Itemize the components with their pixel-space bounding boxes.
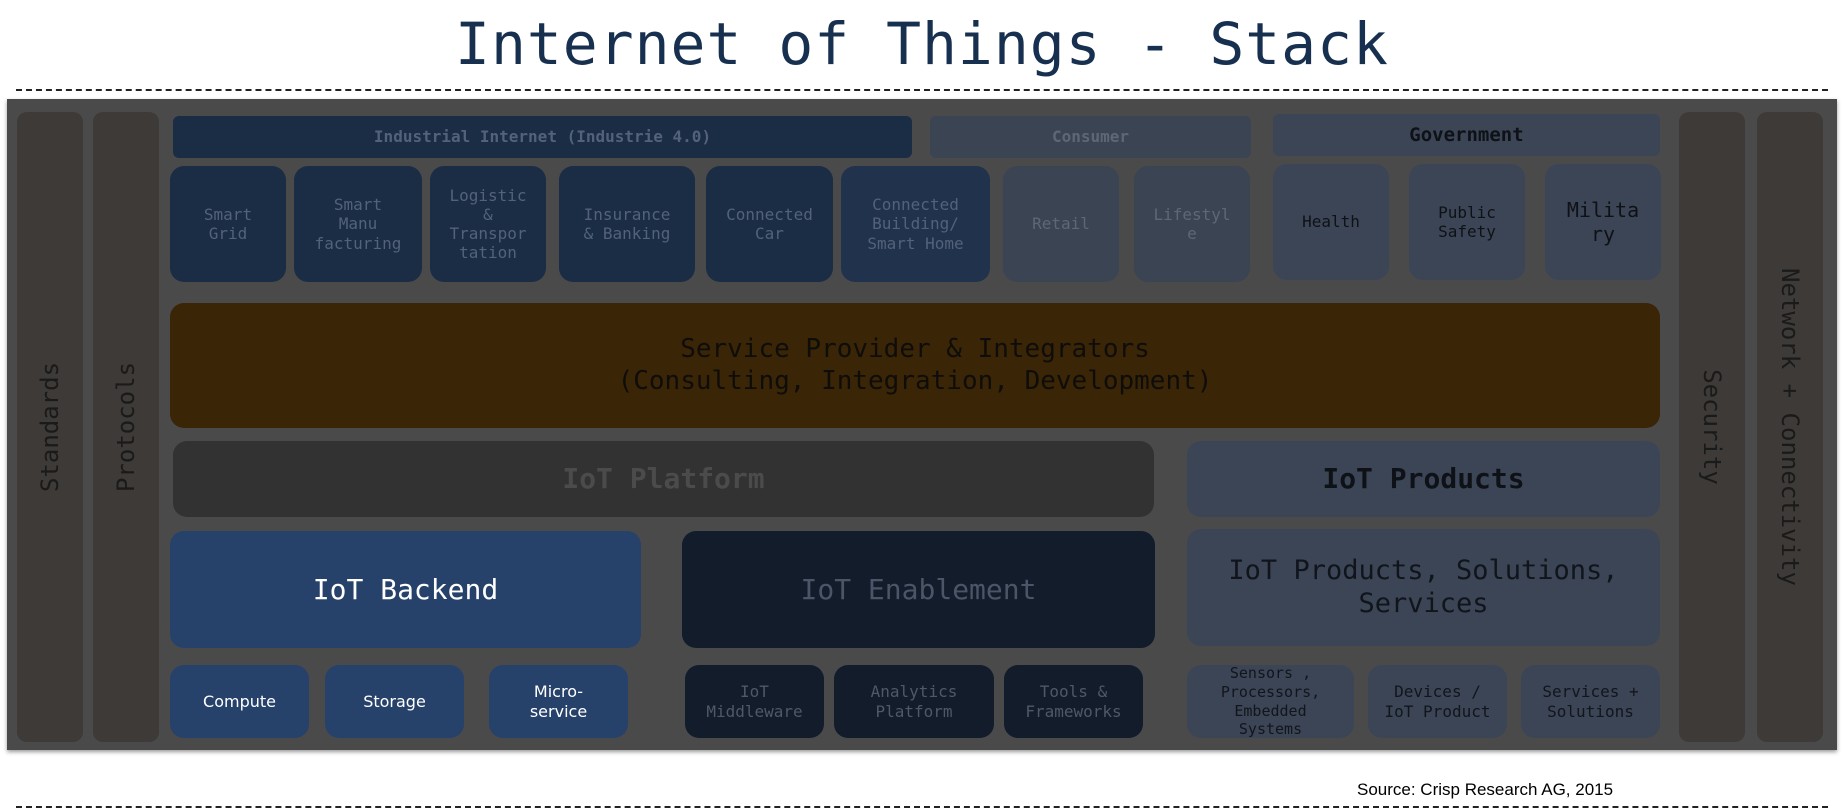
standards-column: Standards (17, 112, 83, 742)
network-label: Network + Connectivity (1776, 268, 1805, 586)
services-solutions-box: Services + Solutions (1521, 665, 1660, 738)
government-header: Government (1273, 114, 1660, 156)
iot-enablement-box: IoT Enablement (682, 531, 1155, 648)
iot-backend-box: IoT Backend (170, 531, 641, 648)
protocols-label: Protocols (112, 361, 141, 493)
vertical-connected-car: Connected Car (706, 166, 833, 282)
source-note: Source: Crisp Research AG, 2015 (1357, 780, 1614, 799)
microservice-box: Micro- service (489, 665, 628, 738)
protocols-column: Protocols (93, 112, 159, 742)
security-label: Security (1698, 369, 1726, 485)
vertical-smart-grid: Smart Grid (170, 166, 286, 282)
vertical-military: Milita ry (1545, 164, 1661, 280)
network-column: Network + Connectivity (1757, 112, 1823, 742)
analytics-platform-box: Analytics Platform (834, 665, 994, 738)
vertical-connected-building: Connected Building/ Smart Home (841, 166, 990, 282)
devices-box: Devices / IoT Product (1368, 665, 1507, 738)
consumer-header: Consumer (930, 116, 1251, 158)
vertical-public-safety: Public Safety (1409, 164, 1525, 280)
vertical-insurance-banking: Insurance & Banking (559, 166, 695, 282)
industrial-header: Industrial Internet (Industrie 4.0) (173, 116, 912, 158)
iot-middleware-box: IoT Middleware (685, 665, 824, 738)
vertical-retail: Retail (1003, 166, 1119, 282)
bottom-divider (16, 806, 1828, 808)
vertical-smart-manufacturing: Smart Manu facturing (294, 166, 422, 282)
compute-box: Compute (170, 665, 309, 738)
standards-label: Standards (36, 361, 65, 493)
vertical-health: Health (1273, 164, 1389, 280)
tools-frameworks-box: Tools & Frameworks (1004, 665, 1143, 738)
service-provider-bar: Service Provider & Integrators (Consulti… (170, 303, 1660, 428)
iot-products-bar: IoT Products (1187, 441, 1660, 517)
page-title: Internet of Things - Stack (455, 10, 1389, 78)
vertical-logistics: Logistic & Transpor tation (430, 166, 546, 282)
iot-solutions-box: IoT Products, Solutions, Services (1187, 529, 1660, 646)
top-divider (16, 89, 1828, 91)
sensors-box: Sensors , Processors, Embedded Systems (1187, 664, 1354, 738)
security-column: Security (1679, 112, 1745, 742)
iot-platform-bar: IoT Platform (173, 441, 1154, 517)
storage-box: Storage (325, 665, 464, 738)
vertical-lifestyle: Lifestyl e (1134, 166, 1250, 282)
